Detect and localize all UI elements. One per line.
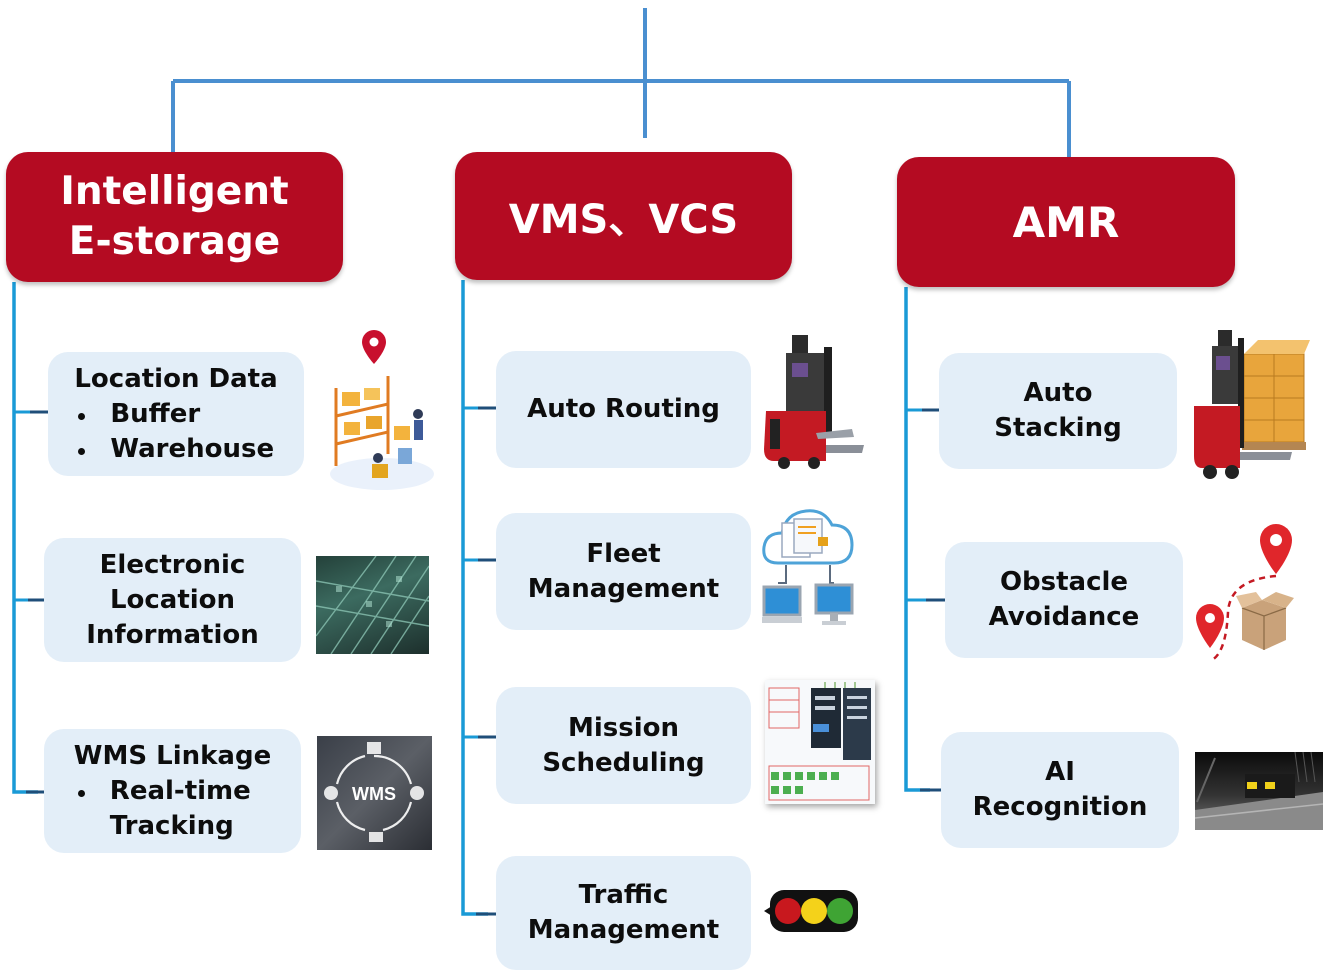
box-line: Stacking <box>994 413 1122 443</box>
box-line: Management <box>527 573 720 604</box>
bullet-continuation: Tracking <box>109 810 234 841</box>
top-connectors <box>171 8 1071 157</box>
box-line: Mission <box>567 712 680 743</box>
vms-bracket <box>461 280 498 916</box>
box-title: WMS Linkage <box>73 740 272 771</box>
wms-cycle-icon: WMS <box>317 736 432 850</box>
box-line: Obstacle <box>999 567 1129 597</box>
forklift-robot-icon <box>756 333 866 473</box>
fleet-management-box: Fleet Management <box>496 513 751 630</box>
box-line: Traffic <box>578 880 669 910</box>
wms-linkage-box: WMS Linkage Real-time Tracking <box>44 729 301 853</box>
amr-bracket <box>904 287 946 792</box>
box-line: Location <box>109 584 236 615</box>
intelligent-e-storage-header: Intelligent E-storage <box>6 152 343 282</box>
warehouse-location-icon <box>322 326 440 498</box>
auto-routing-box: Auto Routing <box>496 351 751 468</box>
header-line-1: Intelligent <box>60 169 289 214</box>
header-title: AMR <box>1012 197 1120 247</box>
box-line: Auto <box>1023 378 1093 408</box>
traffic-light-icon <box>764 886 860 936</box>
box-title: Location Data <box>74 363 278 394</box>
amr-header: AMR <box>897 157 1235 287</box>
header-line-2: E-storage <box>68 219 281 264</box>
bullet-item: Buffer <box>74 397 277 432</box>
box-line: AI <box>1045 757 1075 787</box>
box-line: Electronic <box>99 549 246 580</box>
route-around-box-icon <box>1190 522 1300 662</box>
box-line: Recognition <box>972 792 1148 822</box>
box-line: Management <box>527 915 720 945</box>
vms-vcs-header: VMS、VCS <box>455 152 792 280</box>
box-line: Information <box>86 619 259 650</box>
storage-bracket <box>12 282 48 794</box>
aerial-warehouse-photo <box>316 556 429 654</box>
scheduling-software-screenshot <box>765 680 875 804</box>
box-line: Avoidance <box>988 602 1140 632</box>
mission-scheduling-box: Mission Scheduling <box>496 687 751 804</box>
location-data-box: Location Data Buffer Warehouse <box>48 352 304 476</box>
forklift-pallet-icon <box>1192 328 1310 488</box>
bullet-item: Real-time <box>74 774 271 809</box>
box-line: Fleet <box>586 538 661 569</box>
header-title: VMS、VCS <box>508 197 739 243</box>
wms-icon-label: WMS <box>352 784 396 804</box>
camera-depth-view-photo <box>1195 752 1323 830</box>
electronic-location-box: Electronic Location Information <box>44 538 301 662</box>
cloud-computers-icon <box>760 503 856 633</box>
ai-recognition-box: AI Recognition <box>941 732 1179 848</box>
bullet-item: Warehouse <box>74 432 277 467</box>
obstacle-avoidance-box: Obstacle Avoidance <box>945 542 1183 658</box>
traffic-management-box: Traffic Management <box>496 856 751 970</box>
box-line: Auto Routing <box>527 394 720 424</box>
box-line: Scheduling <box>542 747 705 778</box>
auto-stacking-box: Auto Stacking <box>939 353 1177 469</box>
